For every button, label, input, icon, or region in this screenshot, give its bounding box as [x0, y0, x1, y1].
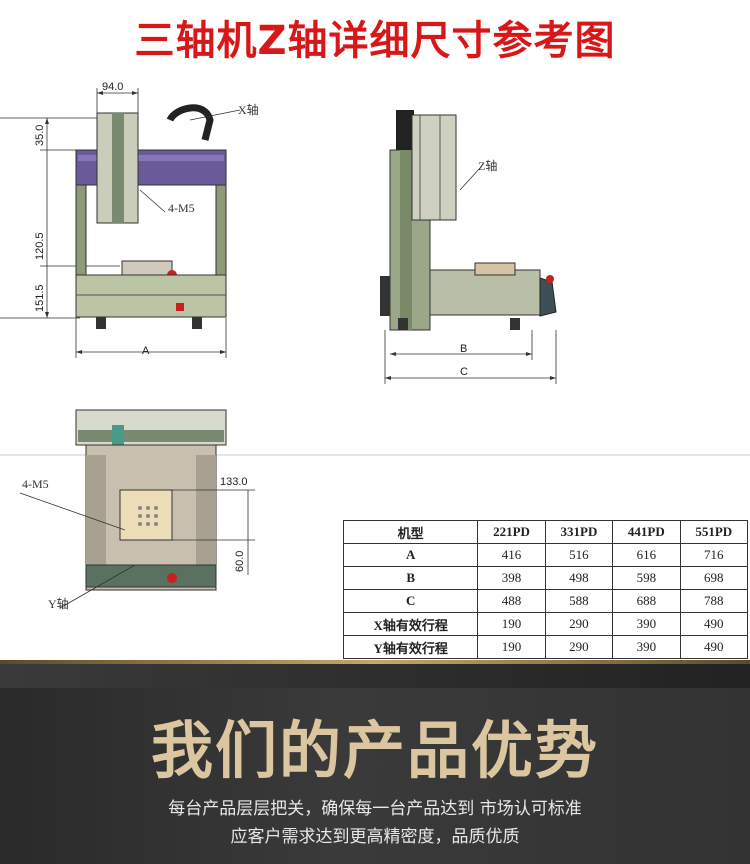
banner-line-1: 每台产品层层把关，确保每一台产品达到 市场认可标准	[168, 799, 582, 819]
dim-b: B	[460, 343, 467, 355]
header-551pd: 551PD	[679, 520, 749, 544]
spec-table: 机型 221PD 331PD 441PD 551PD A 416 516 616…	[342, 520, 749, 659]
dim-60: 60.0	[234, 551, 246, 572]
cell: 498	[544, 566, 614, 590]
table-row: A 416 516 616 716	[342, 543, 749, 567]
cell: 616	[612, 543, 681, 567]
banner-strip	[0, 664, 750, 688]
header-221pd: 221PD	[477, 520, 546, 544]
cell: 688	[612, 589, 681, 613]
cell: 588	[544, 589, 614, 613]
gold-divider	[0, 660, 750, 664]
cell: 716	[679, 543, 749, 567]
dim-a: A	[142, 345, 150, 357]
header-model: 机型	[342, 520, 479, 544]
row-label: A	[342, 543, 479, 567]
dim-c: C	[460, 366, 468, 378]
cell: 290	[544, 612, 614, 636]
cell: 390	[612, 612, 681, 636]
table-header-row: 机型 221PD 331PD 441PD 551PD	[342, 520, 749, 544]
table-row: X轴有效行程 190 290 390 490	[342, 612, 749, 636]
banner-line-2: 应客户需求达到更高精密度，品质优质	[230, 827, 520, 847]
banner-headline: 我们的产品优势	[150, 714, 599, 787]
row-label: C	[342, 589, 479, 613]
label-z-axis: Z轴	[478, 158, 497, 173]
table-row: B 398 498 598 698	[342, 566, 749, 590]
label-top-thread: 4-M5	[22, 477, 49, 491]
header-441pd: 441PD	[612, 520, 681, 544]
cell: 398	[477, 566, 546, 590]
cell: 416	[477, 543, 546, 567]
advantages-banner	[0, 660, 750, 864]
dim-133: 133.0	[220, 476, 248, 488]
cell: 490	[679, 635, 749, 659]
row-label: Y轴有效行程	[342, 635, 479, 659]
cell: 488	[477, 589, 546, 613]
cell: 788	[679, 589, 749, 613]
table-row: C 488 588 688 788	[342, 589, 749, 613]
cell: 290	[544, 635, 614, 659]
cell: 390	[612, 635, 681, 659]
dim-151: 151.5	[34, 284, 46, 312]
row-label: B	[342, 566, 479, 590]
top-view-drawing: 4-M5 133.0 60.0 Y轴	[0, 409, 750, 611]
front-view-drawing: 94.0 35.0 120.5 151.5 A X轴 4-M5	[0, 81, 259, 358]
dim-120: 120.5	[34, 232, 46, 260]
page-title: 三轴机Z轴详细尺寸参考图	[134, 18, 616, 64]
side-view-drawing: Z轴 B C	[380, 110, 557, 384]
label-y-axis: Y轴	[48, 596, 69, 611]
dim-94: 94.0	[102, 81, 123, 93]
cell: 490	[679, 612, 749, 636]
cell: 598	[612, 566, 681, 590]
cell: 698	[679, 566, 749, 590]
label-front-thread: 4-M5	[168, 201, 195, 215]
table-row: Y轴有效行程 190 290 390 490	[342, 635, 749, 659]
header-331pd: 331PD	[544, 520, 614, 544]
dim-35: 35.0	[34, 125, 46, 146]
cell: 190	[477, 635, 546, 659]
label-x-axis: X轴	[238, 102, 259, 117]
cell: 190	[477, 612, 546, 636]
row-label: X轴有效行程	[342, 612, 479, 636]
cell: 516	[544, 543, 614, 567]
